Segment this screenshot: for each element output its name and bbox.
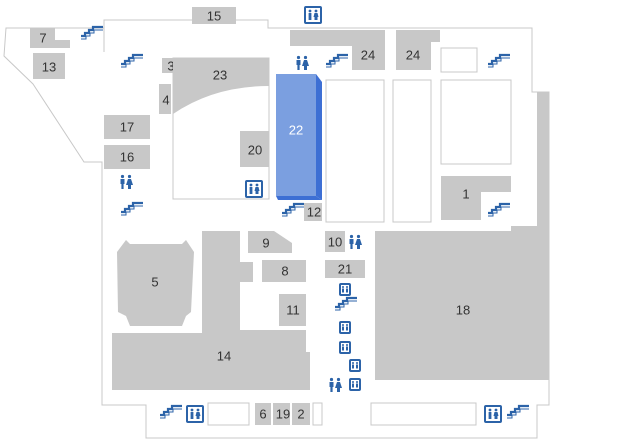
svg-text:15: 15 <box>207 9 221 24</box>
room-1[interactable]: 1 <box>441 176 511 220</box>
room-8[interactable]: 8 <box>262 260 306 282</box>
stairs-icon[interactable] <box>119 201 145 217</box>
room-14[interactable]: 14 <box>112 231 310 390</box>
room-11[interactable]: 11 <box>279 294 306 326</box>
room-13[interactable]: 13 <box>33 53 65 79</box>
elevator-icon[interactable] <box>349 359 361 372</box>
room-2[interactable]: 2 <box>292 403 310 425</box>
room-6[interactable]: 6 <box>255 403 271 425</box>
svg-text:7: 7 <box>39 31 46 46</box>
svg-text:17: 17 <box>120 120 134 135</box>
svg-text:9: 9 <box>262 236 269 251</box>
svg-text:2: 2 <box>297 407 304 422</box>
svg-text:20: 20 <box>248 143 262 158</box>
room-23[interactable]: 23 <box>173 58 269 114</box>
room-22[interactable]: 22 <box>276 74 322 200</box>
svg-text:22: 22 <box>289 123 303 138</box>
svg-text:21: 21 <box>338 262 352 277</box>
restroom-icon[interactable] <box>186 405 204 423</box>
room-18[interactable]: 18 <box>375 92 549 380</box>
rooms: 1 2 3 4 5 6 7 8 <box>30 7 549 425</box>
svg-text:13: 13 <box>42 60 56 75</box>
room-5[interactable]: 5 <box>117 240 194 326</box>
svg-text:4: 4 <box>162 93 169 108</box>
svg-text:24: 24 <box>361 48 375 63</box>
stairs-icon[interactable] <box>158 404 184 420</box>
stairs-icon[interactable] <box>505 404 531 420</box>
room-17[interactable]: 17 <box>104 115 150 139</box>
svg-text:8: 8 <box>281 264 288 279</box>
svg-text:14: 14 <box>217 349 231 364</box>
room-24a[interactable]: 24 <box>290 30 385 70</box>
stairs-icon[interactable] <box>280 202 306 218</box>
svg-text:18: 18 <box>456 303 470 318</box>
room-12[interactable]: 12 <box>304 203 322 221</box>
svg-text:11: 11 <box>286 303 300 318</box>
stairs-icon[interactable] <box>486 202 512 218</box>
restroom-icon[interactable] <box>349 234 363 249</box>
room-19[interactable]: 19 <box>273 403 290 425</box>
elevator-icon[interactable] <box>349 378 361 391</box>
svg-text:5: 5 <box>151 275 158 290</box>
restroom-icon[interactable] <box>329 377 343 392</box>
restroom-icon[interactable] <box>296 55 310 70</box>
room-16[interactable]: 16 <box>104 145 150 169</box>
svg-text:16: 16 <box>120 150 134 165</box>
elevator-icon[interactable] <box>339 321 351 334</box>
room-9[interactable]: 9 <box>248 231 292 253</box>
stairs-icon[interactable] <box>79 25 105 41</box>
stairs-icon[interactable] <box>324 53 350 69</box>
stairs-icon[interactable] <box>119 53 145 69</box>
room-24b[interactable]: 24 <box>396 30 440 70</box>
svg-text:12: 12 <box>307 205 321 220</box>
building-outline <box>3 19 550 439</box>
stairs-icon[interactable] <box>486 53 512 69</box>
elevator-icon[interactable] <box>339 283 351 296</box>
room-15[interactable]: 15 <box>192 7 236 24</box>
restroom-icon[interactable] <box>304 6 322 24</box>
svg-text:24: 24 <box>406 48 420 63</box>
svg-text:23: 23 <box>213 68 227 83</box>
svg-text:6: 6 <box>259 407 266 422</box>
svg-text:19: 19 <box>276 407 290 422</box>
restroom-icon[interactable] <box>484 405 502 423</box>
svg-text:10: 10 <box>328 235 342 250</box>
svg-text:1: 1 <box>462 187 469 202</box>
stairs-icon[interactable] <box>333 296 359 312</box>
room-7[interactable]: 7 <box>30 28 70 48</box>
room-10[interactable]: 10 <box>325 231 345 252</box>
restroom-icon[interactable] <box>245 180 263 198</box>
room-20[interactable]: 20 <box>240 131 269 167</box>
room-4[interactable]: 4 <box>159 84 171 114</box>
room-21[interactable]: 21 <box>325 260 365 278</box>
restroom-icon[interactable] <box>120 174 134 189</box>
elevator-icon[interactable] <box>339 341 351 354</box>
svg-text:3: 3 <box>167 59 174 74</box>
